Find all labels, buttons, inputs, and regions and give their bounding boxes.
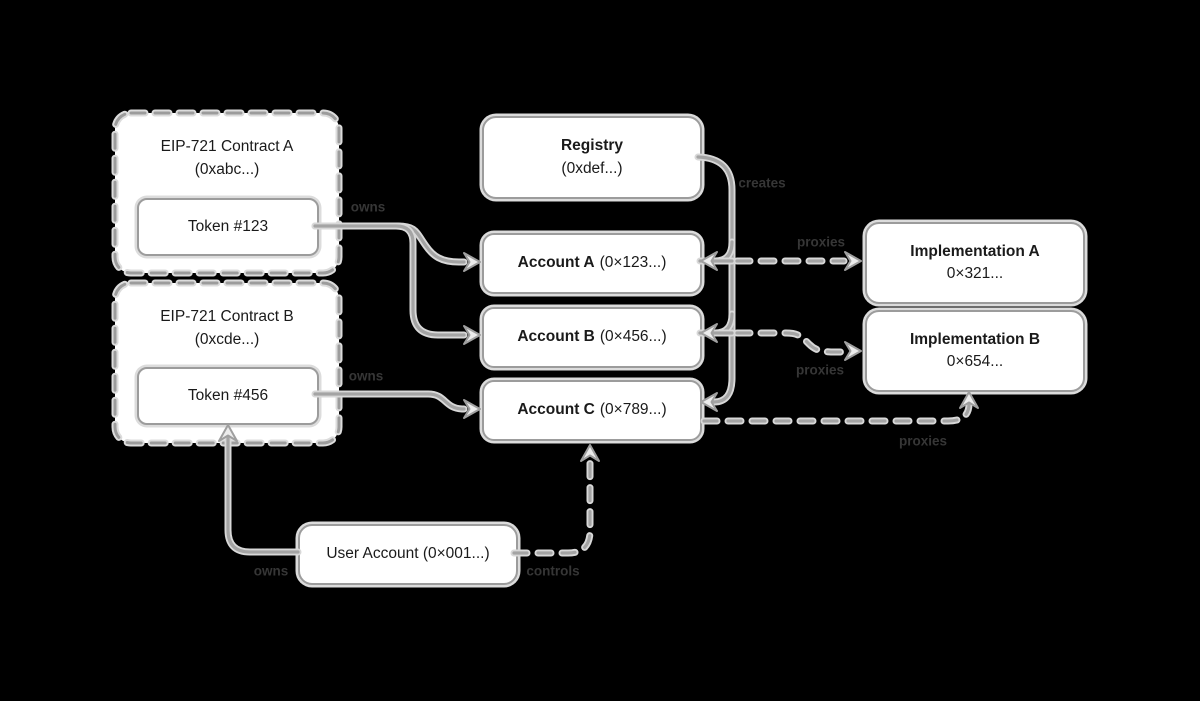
edge-label-proxies-a: proxies bbox=[796, 234, 846, 250]
edge-owns-user-token456 bbox=[224, 432, 302, 556]
account-a-name: Account A bbox=[517, 254, 595, 272]
token-456-box: Token #456 bbox=[137, 367, 319, 425]
arrowhead-creates-account-a bbox=[700, 251, 718, 271]
account-a-address: (0×123...) bbox=[599, 254, 667, 272]
registry-box: Registry (0xdef...) bbox=[482, 116, 702, 199]
edge-label-proxies-b: proxies bbox=[795, 362, 845, 378]
edge-creates-registry-accounts bbox=[694, 153, 736, 406]
implementation-b-address: 0×654... bbox=[946, 353, 1004, 370]
implementation-a-address: 0×321... bbox=[946, 265, 1004, 282]
edge-label-controls: controls bbox=[526, 563, 580, 579]
arrowhead-creates-account-b bbox=[700, 323, 718, 343]
edge-label-user-owns: owns bbox=[253, 563, 289, 579]
edge-controls-user-account-c bbox=[510, 454, 594, 557]
edge-label-creates: creates bbox=[738, 175, 786, 191]
account-b-box: Account B (0×456...) bbox=[482, 307, 702, 368]
arrowhead-creates-account-c bbox=[700, 392, 718, 412]
account-a-box: Account A (0×123...) bbox=[482, 233, 702, 294]
implementation-a-title: Implementation A bbox=[910, 242, 1040, 260]
edge-label-owns-b: owns bbox=[348, 368, 384, 384]
implementation-b-box: Implementation B 0×654... bbox=[865, 310, 1085, 392]
user-account-label: User Account (0×001...) bbox=[326, 545, 490, 563]
edge-label-owns-a: owns bbox=[350, 199, 386, 215]
account-c-address: (0×789...) bbox=[599, 401, 667, 419]
edge-proxies-account-b-impl-b bbox=[733, 329, 849, 356]
account-c-box: Account C (0×789...) bbox=[482, 380, 702, 441]
arrowhead-into-account-a bbox=[463, 252, 481, 272]
contract-a-address: (0xabc...) bbox=[194, 161, 260, 179]
token-123-box: Token #123 bbox=[137, 198, 319, 256]
account-b-address: (0×456...) bbox=[599, 328, 667, 346]
arrowhead-into-impl-a bbox=[844, 251, 862, 271]
account-b-name: Account B bbox=[517, 328, 595, 346]
token-123-label: Token #123 bbox=[187, 217, 269, 235]
user-account-box: User Account (0×001...) bbox=[298, 524, 518, 585]
arrowhead-controls-account-c bbox=[580, 444, 600, 462]
token-456-label: Token #456 bbox=[187, 386, 269, 404]
contract-a-title: EIP-721 Contract A bbox=[160, 138, 294, 155]
arrowhead-into-account-b bbox=[463, 325, 481, 345]
arrowhead-into-impl-b-left bbox=[844, 341, 862, 361]
registry-address: (0xdef...) bbox=[561, 159, 623, 177]
registry-title: Registry bbox=[560, 137, 624, 155]
account-c-name: Account C bbox=[517, 401, 595, 419]
edge-proxies-account-c-impl-b bbox=[700, 397, 973, 425]
arrowhead-into-impl-b-bottom bbox=[959, 391, 979, 409]
arrowhead-into-account-c bbox=[463, 399, 481, 419]
implementation-a-box: Implementation A 0×321... bbox=[865, 222, 1085, 304]
contract-b-address: (0xcde...) bbox=[194, 331, 260, 349]
contract-b-title: EIP-721 Contract B bbox=[160, 308, 294, 325]
implementation-b-title: Implementation B bbox=[909, 330, 1041, 348]
edge-label-proxies-c: proxies bbox=[898, 433, 948, 449]
